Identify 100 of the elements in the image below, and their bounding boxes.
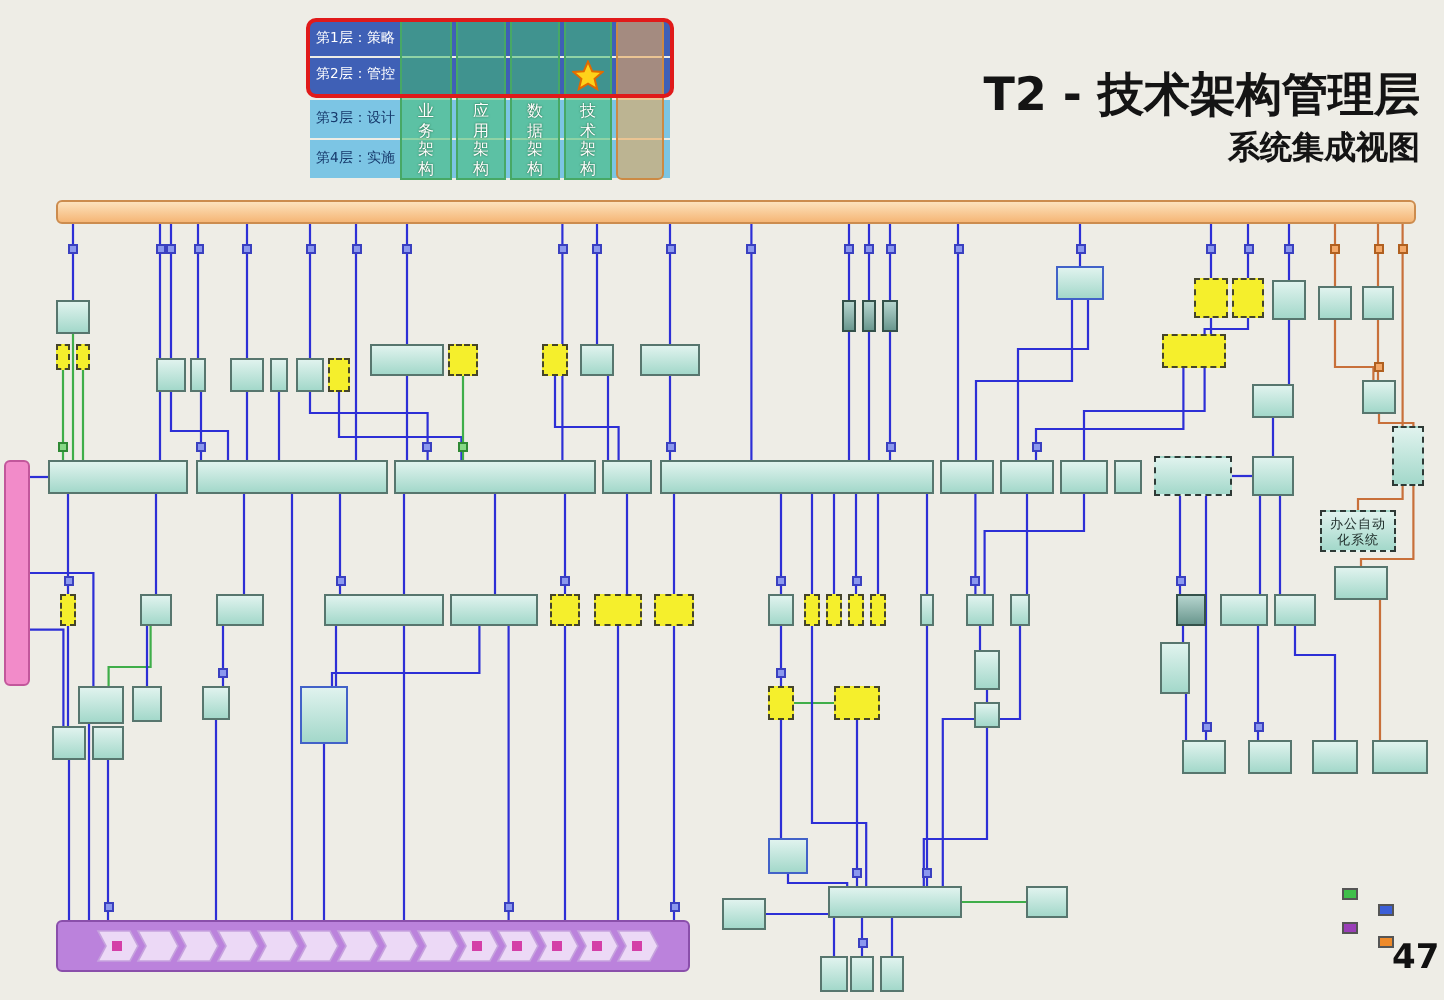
- connector-line: [978, 626, 982, 650]
- connector-line: [867, 332, 871, 460]
- connector-line: [672, 494, 676, 594]
- system-box: [1114, 460, 1142, 494]
- connector-line: [71, 334, 75, 460]
- connector-line: [779, 720, 783, 838]
- column-band: [456, 18, 506, 180]
- system-box: [190, 358, 206, 392]
- dashed-box: [328, 358, 350, 392]
- connector-line: [561, 224, 564, 460]
- connector-line: [1204, 496, 1208, 740]
- connector-line: [461, 376, 465, 460]
- connector-line: [855, 720, 859, 886]
- dashed-box: [448, 344, 478, 376]
- connector-line: [888, 224, 892, 300]
- connector-line: [87, 724, 91, 920]
- system-box: [1318, 286, 1352, 320]
- page-number: 47: [1392, 938, 1440, 978]
- connector-line: [1359, 486, 1415, 566]
- system-box: [820, 956, 848, 992]
- connector-line: [1287, 224, 1291, 280]
- system-box: [1160, 642, 1190, 694]
- column-label: 数据架构: [525, 102, 545, 178]
- system-box: [370, 344, 444, 376]
- dashed-box: [768, 686, 794, 720]
- connector-line: [867, 224, 871, 300]
- dashed-box: [60, 594, 76, 626]
- connector-line: [668, 376, 672, 460]
- system-box: [842, 300, 856, 332]
- column-label: 业务架构: [416, 102, 436, 178]
- connector-line: [888, 332, 892, 460]
- column-band: [564, 18, 612, 180]
- dashed-box: [1232, 278, 1264, 318]
- connector-line: [30, 628, 65, 726]
- connector-line: [983, 494, 1086, 594]
- connector-line: [1184, 694, 1188, 740]
- dashed-box: [550, 594, 580, 626]
- connector-line: [1376, 320, 1380, 380]
- connector-line: [890, 918, 894, 956]
- system-box: [156, 358, 186, 392]
- connector-line: [1034, 368, 1185, 460]
- connector-line: [810, 626, 868, 886]
- system-box: [52, 726, 86, 760]
- connector-line: [847, 224, 851, 300]
- connector-line: [61, 370, 65, 460]
- system-box: [882, 300, 898, 332]
- connector-line: [876, 494, 880, 594]
- connector-line: [507, 626, 510, 920]
- connector-line: [854, 494, 858, 594]
- connector-line: [779, 626, 783, 686]
- dashed-box: [56, 344, 70, 370]
- dashed-box: [594, 594, 642, 626]
- dashed-box: [542, 344, 568, 376]
- connector-line: [1181, 626, 1185, 642]
- connector-line: [169, 224, 173, 358]
- system-box: [580, 344, 614, 376]
- system-box: [1220, 594, 1268, 626]
- connector-line: [941, 626, 1022, 886]
- connector-line: [1209, 224, 1213, 278]
- connector-line: [847, 332, 851, 460]
- title: T2 - 技术架构管理层: [983, 68, 1420, 126]
- system-box: [230, 358, 264, 392]
- system-box: [196, 460, 388, 494]
- connector-line: [1209, 318, 1213, 334]
- connector-line: [405, 376, 409, 460]
- column-label: 技术架构: [578, 102, 598, 178]
- connector-line: [245, 392, 249, 460]
- connector-line: [786, 874, 849, 886]
- connector-line: [1232, 474, 1252, 478]
- system-box: [1312, 740, 1358, 774]
- connector-line: [1333, 224, 1337, 286]
- system-box: [1372, 740, 1428, 774]
- system-box: [394, 460, 596, 494]
- system-box: [1274, 594, 1316, 626]
- connector-line: [214, 720, 218, 920]
- system-box: [1056, 266, 1104, 300]
- connector-line: [308, 224, 312, 358]
- connector-line: [1356, 486, 1404, 510]
- connector-line: [145, 626, 149, 686]
- system-box: [966, 594, 994, 626]
- system-box: [140, 594, 172, 626]
- connector-line: [1016, 300, 1090, 460]
- connector-line: [1376, 224, 1380, 286]
- top-band: [56, 200, 1416, 224]
- connector-line: [1378, 600, 1382, 740]
- column-label: 应用架构: [471, 102, 491, 178]
- system-box: [1334, 566, 1388, 600]
- system-box: [974, 650, 1000, 690]
- connector-line: [66, 626, 70, 726]
- system-box: [1000, 460, 1054, 494]
- system-box: [602, 460, 652, 494]
- dashed-box: [1194, 278, 1228, 318]
- dashed-box: [804, 594, 820, 626]
- connector-line: [860, 918, 864, 956]
- connector-line: [71, 224, 75, 300]
- connector-line: [1256, 626, 1260, 740]
- system-box: [722, 898, 766, 930]
- dashed-box: [834, 686, 880, 720]
- connector-line: [337, 392, 463, 460]
- system-box: [1176, 594, 1206, 626]
